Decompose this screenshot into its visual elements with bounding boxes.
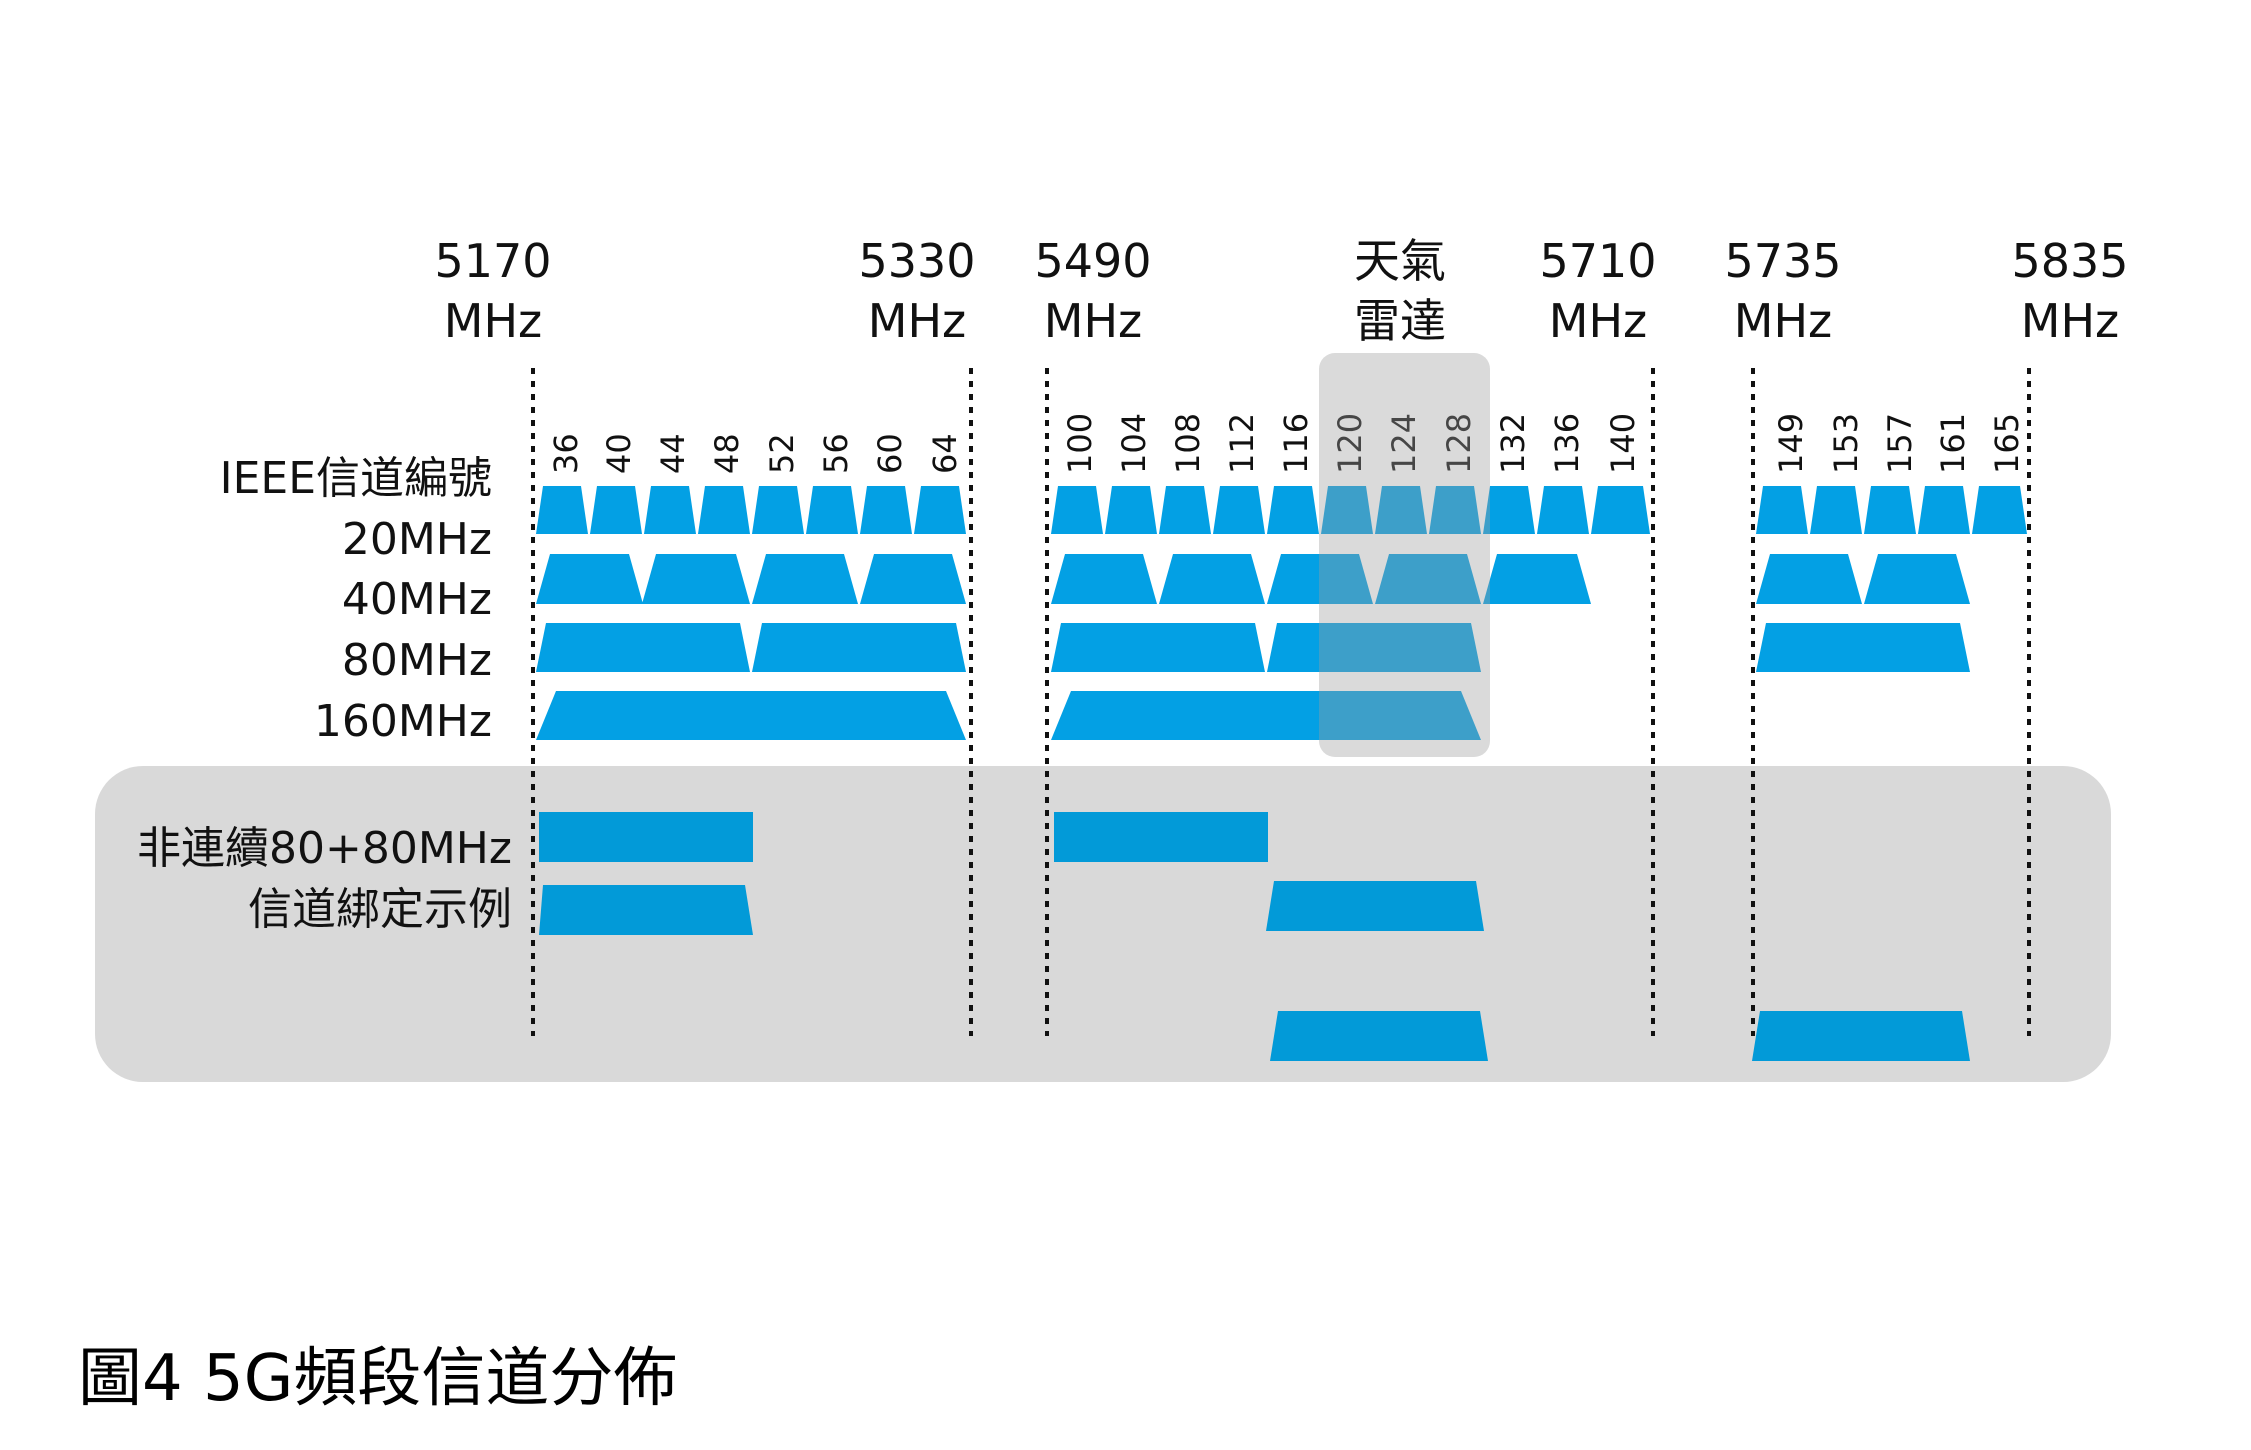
channel-40mhz-9 [1483,554,1591,604]
figure-caption: 圖4 5G頻段信道分佈 [78,1342,677,1416]
channel-number-161: 161 [1934,413,1972,474]
channel-20mhz-132 [1483,486,1535,534]
bonding-80-d [1266,881,1484,931]
channel-number-104: 104 [1115,413,1153,474]
channel-number-60: 60 [871,433,909,474]
row-label-ieee: IEEE信道編號 [220,453,492,504]
channel-40mhz-2 [642,554,750,604]
channel-number-157: 157 [1881,413,1919,474]
row-label-20mhz: 20MHz [342,514,492,565]
channel-number-116: 116 [1277,413,1315,474]
channel-20mhz-56 [806,486,858,534]
channel-40mhz-5 [1051,554,1157,604]
freq-5490-unit: MHz [1044,294,1142,348]
channel-80mhz-4 [1267,623,1481,672]
channel-number-108: 108 [1169,413,1207,474]
channel-40mhz-4 [860,554,966,604]
channel-number-140: 140 [1604,413,1642,474]
channel-20mhz-64 [914,486,966,534]
channel-number-124: 124 [1385,413,1423,474]
channel-number-153: 153 [1827,413,1865,474]
channel-shapes [536,486,2027,1061]
channel-20mhz-104 [1105,486,1157,534]
channel-20mhz-116 [1267,486,1319,534]
channel-20mhz-48 [698,486,750,534]
channel-number-56: 56 [817,433,855,474]
channel-number-132: 132 [1494,413,1532,474]
channel-80mhz-3 [1051,623,1265,672]
channel-20mhz-44 [644,486,696,534]
channel-20mhz-120 [1321,486,1373,534]
freq-5490-value: 5490 [1034,234,1151,288]
radar-label-line2: 雷達 [1354,294,1446,348]
channel-40mhz-7 [1267,554,1373,604]
freq-5170-value: 5170 [434,234,551,288]
channel-number-labels: 36 40 44 48 52 56 60 64 100 104 108 112 116 120 124 128… [547,413,2026,474]
channel-number-100: 100 [1061,413,1099,474]
channel-20mhz-165 [1972,486,2027,534]
channel-80mhz-2 [752,623,966,672]
channel-number-44: 44 [654,433,692,474]
channel-40mhz-10 [1756,554,1862,604]
channel-number-128: 128 [1440,413,1478,474]
channel-number-120: 120 [1331,413,1369,474]
row-label-bonding-2: 信道綁定示例 [248,884,512,935]
channel-20mhz-108 [1159,486,1211,534]
channel-number-149: 149 [1772,413,1810,474]
channel-20mhz-128 [1429,486,1481,534]
channel-number-40: 40 [600,433,638,474]
channel-number-136: 136 [1548,413,1586,474]
channel-20mhz-112 [1213,486,1265,534]
channel-20mhz-100 [1051,486,1103,534]
channel-20mhz-153 [1810,486,1862,534]
channel-40mhz-1 [536,554,643,604]
channel-20mhz-52 [752,486,804,534]
bonding-80-a [539,812,753,862]
bonding-80-e [1270,1011,1488,1061]
freq-5835-value: 5835 [2011,234,2128,288]
bonding-80-c [539,885,753,935]
channel-40mhz-8 [1375,554,1481,604]
channel-20mhz-149 [1756,486,1808,534]
channel-40mhz-6 [1159,554,1265,604]
channel-20mhz-36 [536,486,588,534]
channel-40mhz-3 [752,554,858,604]
freq-5710-value: 5710 [1539,234,1656,288]
channel-80mhz-1 [536,623,750,672]
freq-5330-value: 5330 [858,234,975,288]
freq-5735-unit: MHz [1734,294,1832,348]
channel-number-48: 48 [708,433,746,474]
channel-20mhz-161 [1918,486,1970,534]
freq-5330-unit: MHz [868,294,966,348]
freq-5170-unit: MHz [444,294,542,348]
channel-80mhz-5 [1756,623,1970,672]
freq-5735-value: 5735 [1724,234,1841,288]
freq-5710-unit: MHz [1549,294,1647,348]
channel-number-52: 52 [763,433,801,474]
channel-160mhz-1 [536,691,966,740]
weather-radar-box [1319,353,1490,757]
channel-20mhz-40 [590,486,642,534]
bonding-80-b [1054,812,1268,862]
channel-20mhz-157 [1864,486,1916,534]
channel-20mhz-124 [1375,486,1427,534]
channel-40mhz-11 [1864,554,1970,604]
channel-20mhz-140 [1591,486,1650,534]
row-label-80mhz: 80MHz [342,635,492,686]
row-label-160mhz: 160MHz [314,696,492,747]
channel-20mhz-136 [1537,486,1589,534]
row-label-40mhz: 40MHz [342,574,492,625]
channel-160mhz-2 [1051,691,1481,740]
channel-number-36: 36 [547,433,585,474]
radar-label-line1: 天氣 [1354,234,1446,288]
channel-number-64: 64 [926,433,964,474]
freq-5835-unit: MHz [2021,294,2119,348]
bonding-80-f [1752,1011,1970,1061]
row-label-bonding-1: 非連續80+80MHz [137,823,512,874]
channel-20mhz-60 [860,486,912,534]
channel-number-165: 165 [1988,413,2026,474]
channel-number-112: 112 [1223,413,1261,474]
